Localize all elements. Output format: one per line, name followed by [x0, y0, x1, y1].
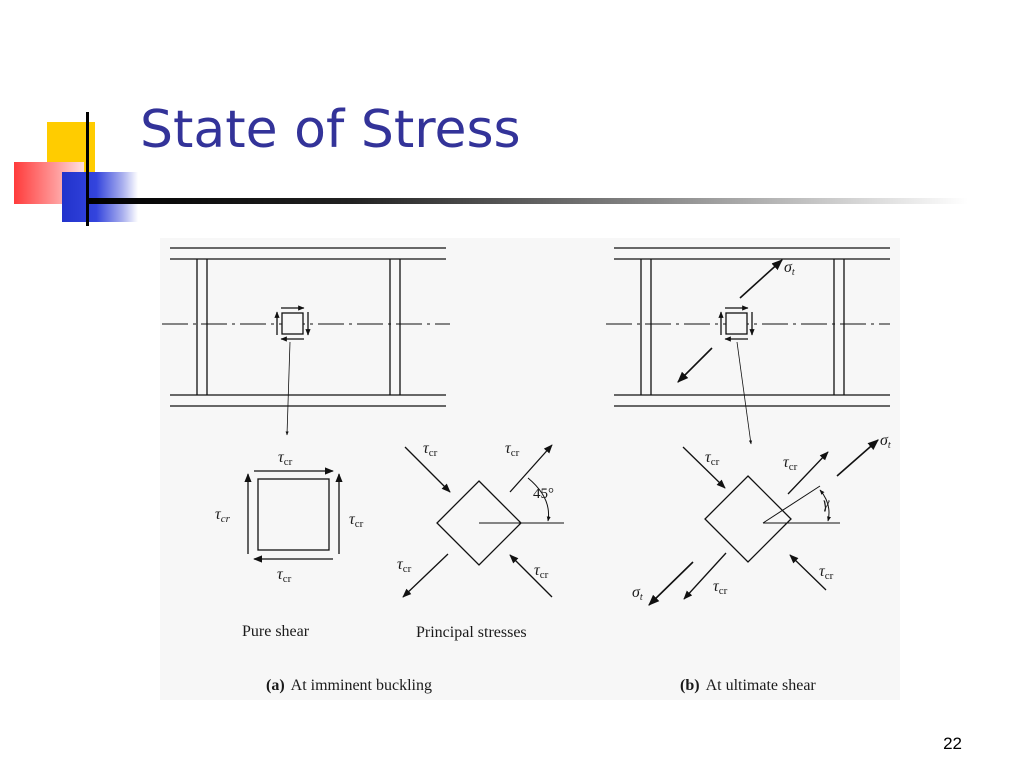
- tau-label: τcr: [783, 454, 798, 473]
- sigma-label: σt: [880, 432, 891, 451]
- tau-label: τcr: [277, 566, 292, 585]
- pure-shear-element: [244, 467, 343, 563]
- principal-stresses-caption: Principal stresses: [416, 624, 527, 641]
- page-number: 22: [943, 734, 962, 753]
- angle-45-label: 45°: [533, 486, 554, 502]
- captions: Pure shear Principal stresses (a)At immi…: [242, 623, 816, 694]
- logo-vertical-line: [86, 112, 89, 226]
- ultimate-shear-element: [648, 439, 879, 606]
- tau-label: τcr: [278, 449, 293, 468]
- tau-label: τcr: [349, 511, 364, 530]
- tau-label: τcr: [534, 562, 549, 581]
- tau-label: τcr: [705, 449, 720, 468]
- stress-diagram-svg: τcr τcr τcr τcr τcr τcr 45° τcr τcr σt τ…: [160, 238, 900, 700]
- tau-label: τcr: [505, 440, 520, 459]
- girder-b: [606, 247, 890, 445]
- part-b-caption: (b)At ultimate shear: [680, 677, 816, 694]
- part-a-caption: (a)At imminent buckling: [266, 677, 432, 694]
- title-underline: [88, 198, 968, 204]
- pure-shear-caption: Pure shear: [242, 623, 310, 640]
- tau-label: τcr: [819, 563, 834, 582]
- gamma-label: γ: [823, 495, 830, 512]
- girder-a: [162, 247, 450, 436]
- tau-label: τcr: [397, 556, 412, 575]
- stress-diagram: τcr τcr τcr τcr τcr τcr 45° τcr τcr σt τ…: [160, 238, 900, 700]
- principal-stress-element: [402, 444, 564, 598]
- sigma-label: σt: [632, 584, 643, 603]
- tau-label: τcr: [215, 506, 231, 525]
- stress-labels: τcr τcr τcr τcr τcr τcr 45° τcr τcr σt τ…: [215, 259, 891, 603]
- logo-blue-square: [62, 172, 138, 222]
- tau-label: τcr: [713, 578, 728, 597]
- slide-title: State of Stress: [140, 100, 521, 160]
- tau-label: τcr: [423, 440, 438, 459]
- sigma-label: σt: [784, 259, 795, 278]
